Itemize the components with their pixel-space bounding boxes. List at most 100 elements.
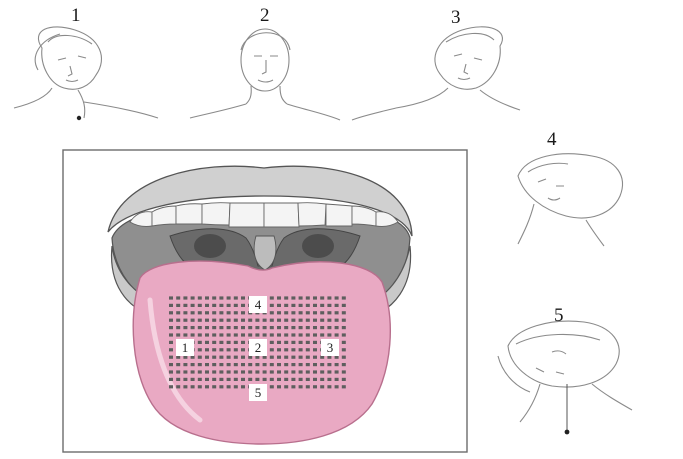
grid-dot bbox=[219, 370, 223, 373]
grid-dot bbox=[219, 378, 223, 381]
grid-dot bbox=[291, 363, 295, 366]
grid-dot bbox=[169, 311, 173, 314]
grid-dot bbox=[176, 370, 180, 373]
grid-dot bbox=[227, 311, 231, 314]
grid-dot bbox=[313, 311, 317, 314]
grid-dot bbox=[335, 304, 339, 307]
grid-dot bbox=[176, 333, 180, 336]
grid-dot bbox=[248, 326, 252, 329]
grid-dot bbox=[342, 319, 346, 322]
grid-dot bbox=[327, 378, 331, 381]
grid-dot bbox=[335, 370, 339, 373]
grid-dot bbox=[169, 348, 173, 351]
grid-dot bbox=[191, 378, 195, 381]
grid-dot bbox=[205, 333, 209, 336]
grid-dot bbox=[227, 363, 231, 366]
grid-dot bbox=[176, 378, 180, 381]
grid-dot bbox=[219, 296, 223, 299]
grid-dot bbox=[176, 363, 180, 366]
grid-dot bbox=[255, 363, 259, 366]
grid-dot bbox=[234, 385, 238, 388]
grid-dot bbox=[241, 326, 245, 329]
grid-dot bbox=[255, 333, 259, 336]
grid-dot bbox=[212, 326, 216, 329]
grid-dot bbox=[299, 319, 303, 322]
grid-dot bbox=[313, 304, 317, 307]
grid-dot bbox=[212, 333, 216, 336]
grid-dot bbox=[183, 370, 187, 373]
grid-dot bbox=[335, 311, 339, 314]
grid-dot bbox=[198, 333, 202, 336]
grid-dot bbox=[227, 319, 231, 322]
grid-dot bbox=[191, 356, 195, 359]
grid-dot bbox=[291, 356, 295, 359]
grid-dot bbox=[270, 319, 274, 322]
grid-dot bbox=[320, 311, 324, 314]
grid-dot bbox=[263, 378, 267, 381]
grid-dot bbox=[241, 333, 245, 336]
grid-dot bbox=[270, 333, 274, 336]
grid-dot bbox=[234, 370, 238, 373]
grid-dot bbox=[342, 326, 346, 329]
grid-dot bbox=[183, 356, 187, 359]
grid-dot bbox=[205, 348, 209, 351]
grid-dot bbox=[241, 311, 245, 314]
grid-dot bbox=[219, 319, 223, 322]
region-label-right: 3 bbox=[321, 339, 339, 356]
grid-dot bbox=[234, 378, 238, 381]
grid-dot bbox=[306, 356, 310, 359]
grid-dot bbox=[291, 378, 295, 381]
grid-dot bbox=[277, 363, 281, 366]
grid-dot bbox=[234, 363, 238, 366]
grid-dot bbox=[176, 296, 180, 299]
grid-dot bbox=[270, 341, 274, 344]
grid-dot bbox=[227, 348, 231, 351]
grid-dot bbox=[342, 296, 346, 299]
grid-dot bbox=[320, 378, 324, 381]
grid-dot bbox=[313, 378, 317, 381]
grid-dot bbox=[327, 385, 331, 388]
grid-dot bbox=[248, 319, 252, 322]
grid-dot bbox=[212, 385, 216, 388]
grid-dot bbox=[270, 385, 274, 388]
grid-dot bbox=[299, 296, 303, 299]
grid-dot bbox=[219, 385, 223, 388]
grid-dot bbox=[277, 341, 281, 344]
grid-dot bbox=[277, 319, 281, 322]
grid-dot bbox=[320, 319, 324, 322]
grid-dot bbox=[241, 296, 245, 299]
grid-dot bbox=[176, 356, 180, 359]
grid-dot bbox=[291, 370, 295, 373]
grid-dot bbox=[270, 378, 274, 381]
grid-dot bbox=[234, 341, 238, 344]
grid-dot bbox=[270, 326, 274, 329]
grid-dot bbox=[342, 348, 346, 351]
grid-dot bbox=[183, 311, 187, 314]
grid-dot bbox=[335, 378, 339, 381]
grid-dot bbox=[212, 363, 216, 366]
grid-dot bbox=[183, 333, 187, 336]
grid-dot bbox=[313, 348, 317, 351]
grid-dot bbox=[342, 333, 346, 336]
grid-dot bbox=[299, 341, 303, 344]
grid-dot bbox=[212, 311, 216, 314]
grid-dot bbox=[176, 326, 180, 329]
grid-dot bbox=[270, 304, 274, 307]
grid-dot bbox=[227, 296, 231, 299]
grid-dot bbox=[227, 333, 231, 336]
grid-dot bbox=[291, 296, 295, 299]
grid-dot bbox=[277, 356, 281, 359]
grid-dot bbox=[342, 363, 346, 366]
grid-dot bbox=[299, 304, 303, 307]
grid-dot bbox=[327, 296, 331, 299]
grid-dot bbox=[183, 319, 187, 322]
grid-dot bbox=[277, 311, 281, 314]
grid-dot bbox=[291, 348, 295, 351]
grid-dot bbox=[212, 356, 216, 359]
grid-dot bbox=[255, 378, 259, 381]
grid-dot bbox=[169, 304, 173, 307]
grid-dot bbox=[320, 296, 324, 299]
grid-dot bbox=[299, 326, 303, 329]
grid-dot bbox=[169, 319, 173, 322]
grid-dot bbox=[198, 370, 202, 373]
